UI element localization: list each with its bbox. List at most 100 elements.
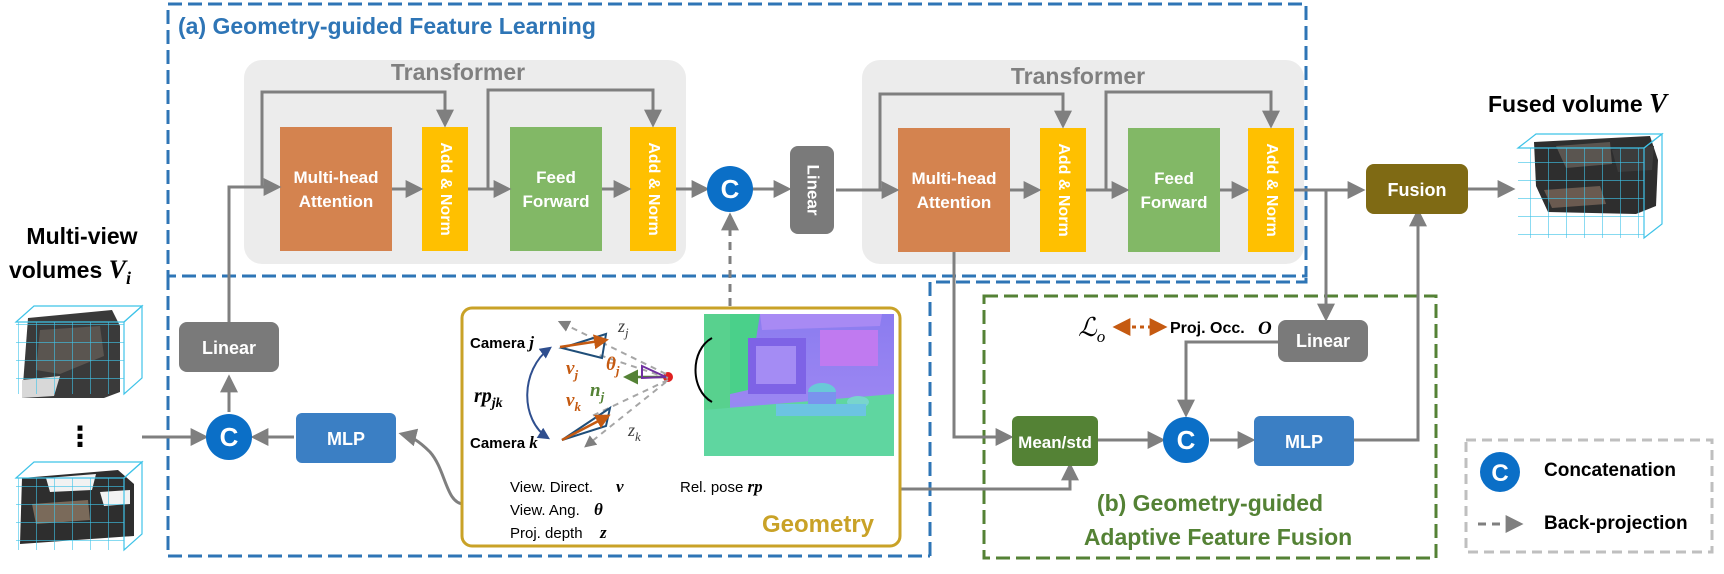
add-norm-1a-label: Add & Norm xyxy=(437,142,454,235)
vk-symbol: v xyxy=(566,390,575,411)
transformer-2: Transformer Multi-head Attention Add & N… xyxy=(862,60,1304,264)
nj-symbol: n xyxy=(590,380,601,401)
loss-subscript: o xyxy=(1097,327,1106,346)
svg-text:volumes Vi: volumes Vi xyxy=(9,255,131,288)
geo-list-2-sym: z xyxy=(599,523,607,542)
occupancy-loss: ℒo Proj. Occ. O xyxy=(1078,313,1272,346)
geo-list-2-label: Proj. depth xyxy=(510,525,583,542)
geometry-title: Geometry xyxy=(762,511,875,538)
legend-frame xyxy=(1464,438,1714,554)
meanstd-label: Mean/std xyxy=(1018,433,1092,452)
input-ellipsis: ⋮ xyxy=(66,421,94,452)
camera-j-symbol: j xyxy=(526,333,534,352)
transformer-1-title: Transformer xyxy=(391,59,525,85)
mlp-right-label: MLP xyxy=(1285,432,1323,452)
section-b-title-line1: (b) Geometry-guided xyxy=(1097,490,1323,516)
mlp-left-label: MLP xyxy=(327,429,365,449)
input-volume-2 xyxy=(14,460,144,552)
theta-symbol: θ xyxy=(606,354,616,375)
output-label: Fused volume xyxy=(1488,91,1643,117)
attention-1-line1: Multi-head xyxy=(294,168,379,187)
rp-symbol: rp xyxy=(474,385,492,407)
concat-left-label: C xyxy=(220,422,239,452)
add-norm-2a xyxy=(1040,128,1086,252)
transformer-1: Transformer Multi-head Attention Add & N… xyxy=(244,59,686,264)
camera-k-label: Camera xyxy=(470,435,526,452)
rel-pose-arrow xyxy=(526,346,552,440)
input-symbol: V xyxy=(109,255,129,284)
legend: C Concatenation Back-projection xyxy=(1464,438,1714,554)
legend-concat-icon xyxy=(1480,452,1520,492)
ff-1-line1: Feed xyxy=(536,168,576,187)
zk-symbol: z xyxy=(627,420,635,440)
linear-mid-label: Linear xyxy=(804,164,823,215)
concat-mid-circle xyxy=(707,166,753,212)
vj-subscript: j xyxy=(572,367,578,382)
linear-left-block: Linear xyxy=(179,322,279,372)
input-label-line2: volumes xyxy=(9,257,102,283)
zk-subscript: k xyxy=(635,429,641,444)
svg-text:vj: vj xyxy=(566,358,578,382)
geo-list-1-sym: θ xyxy=(594,500,603,519)
section-b-title-line2: Adaptive Feature Fusion xyxy=(1084,524,1352,550)
linear-left-label: Linear xyxy=(202,338,256,358)
legend-concat-label: Concatenation xyxy=(1544,460,1676,481)
normal-map-image xyxy=(704,314,894,456)
ff-2-line1: Feed xyxy=(1154,169,1194,188)
svg-text:ℒo: ℒo xyxy=(1078,313,1105,346)
mlp-left-block: MLP xyxy=(296,413,396,463)
svg-text:zj: zj xyxy=(617,316,629,340)
zj-symbol: z xyxy=(617,316,625,336)
linear-right-block: Linear xyxy=(1278,320,1368,362)
geo-list-0-sym: v xyxy=(616,477,624,496)
fusion-label: Fusion xyxy=(1388,180,1447,200)
camera-k-symbol: k xyxy=(529,433,538,452)
linear-right-label: Linear xyxy=(1296,331,1350,351)
linear-mid-block: Linear xyxy=(790,146,834,234)
output-symbol: V xyxy=(1649,88,1669,118)
section-b-frame xyxy=(982,294,1438,560)
loss-symbol: ℒ xyxy=(1078,313,1098,342)
theta-angle xyxy=(641,364,667,380)
geo-list-0-label: View. Direct. xyxy=(510,479,593,496)
concat-right: C xyxy=(1163,417,1209,463)
svg-text:vk: vk xyxy=(566,390,581,414)
concat-left: C xyxy=(206,414,252,460)
rp-subscript: jk xyxy=(490,396,503,411)
ff-1-line2: Forward xyxy=(522,192,589,211)
geo-list-1-label: View. Ang. xyxy=(510,502,580,519)
mlp-right-block: MLP xyxy=(1254,416,1354,466)
attention-2-line2: Attention xyxy=(917,193,992,212)
add-norm-1b-label: Add & Norm xyxy=(645,142,662,235)
vj-symbol: v xyxy=(566,358,575,379)
geometry-panel: Camera j Camera k rpjk vj vk nj θj zj zk… xyxy=(460,306,902,548)
concat-mid: C xyxy=(707,166,753,212)
add-norm-1a xyxy=(422,127,468,251)
proj-occ-symbol: O xyxy=(1258,318,1272,339)
output-volume xyxy=(1516,132,1664,240)
svg-text:Rel. pose rp: Rel. pose rp xyxy=(680,477,763,496)
add-norm-1b xyxy=(630,127,676,251)
concat-mid-label: C xyxy=(721,174,740,204)
feed-forward-2 xyxy=(1128,128,1220,252)
fusion-block: Fusion xyxy=(1366,164,1468,214)
add-norm-2a-label: Add & Norm xyxy=(1055,143,1072,236)
input-label-line1: Multi-view xyxy=(26,223,137,249)
rel-pose-symbol: rp xyxy=(748,477,763,496)
svg-text:zk: zk xyxy=(627,420,641,444)
section-a-title: (a) Geometry-guided Feature Learning xyxy=(178,13,596,39)
svg-text:Camera j: Camera j xyxy=(470,333,534,352)
ff-2-line2: Forward xyxy=(1140,193,1207,212)
concat-left-circle xyxy=(206,414,252,460)
svg-text:View. Ang.θ: View. Ang. θ xyxy=(510,500,603,519)
zj-subscript: j xyxy=(623,325,629,340)
svg-text:View. Direct.v: View. Direct. v xyxy=(510,477,624,496)
concat-right-label: C xyxy=(1177,425,1196,455)
attention-1-line2: Attention xyxy=(299,192,374,211)
svg-text:nj: nj xyxy=(590,380,605,404)
nj-subscript: j xyxy=(599,389,605,404)
camera-j-label: Camera xyxy=(470,335,526,352)
svg-text:rpjk: rpjk xyxy=(474,385,503,411)
